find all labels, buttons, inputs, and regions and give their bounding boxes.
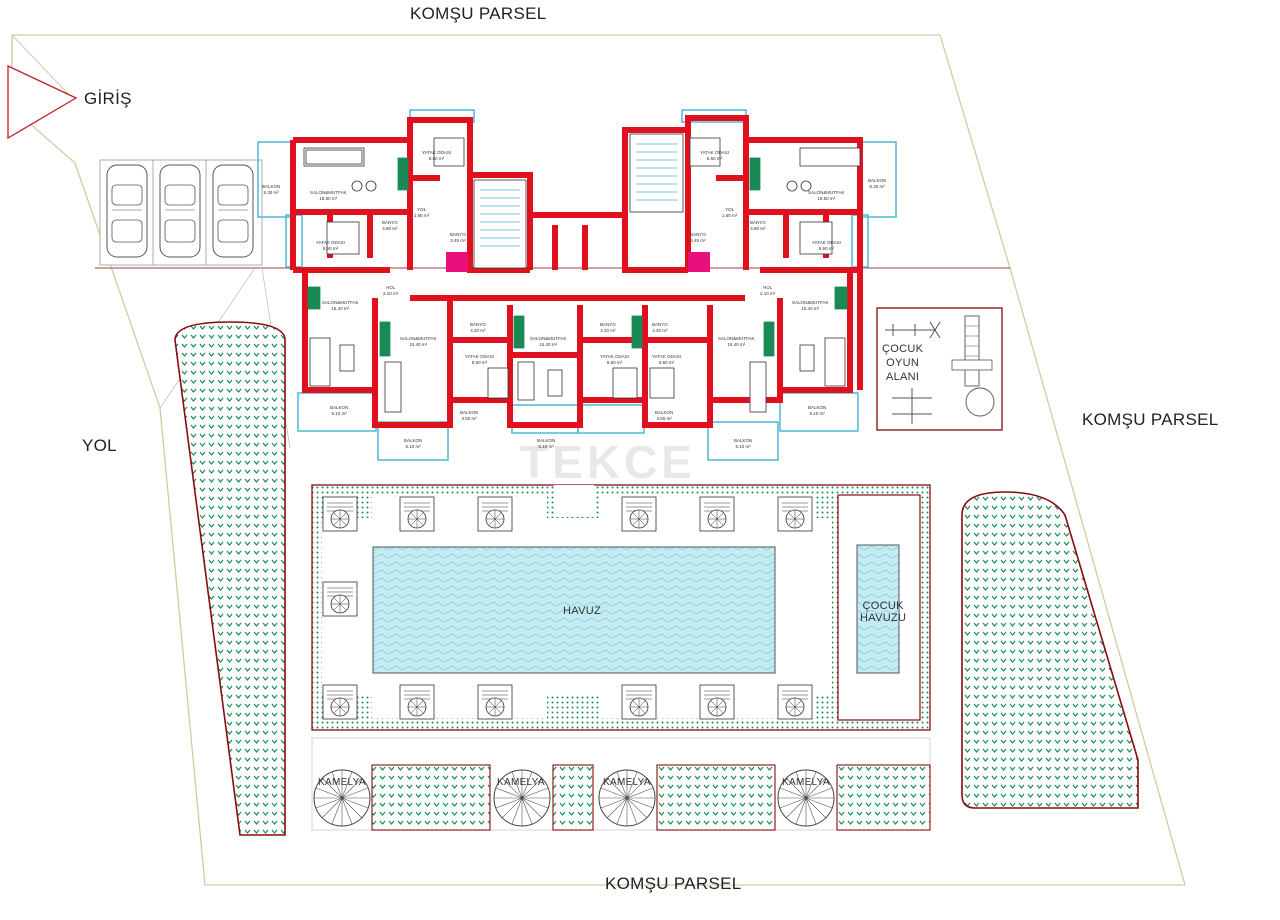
- pool: [372, 546, 776, 674]
- green-area-right: [961, 491, 1139, 809]
- north-neighbor-label: KOMŞU PARSEL: [410, 4, 547, 23]
- kamelya-zone: [311, 737, 931, 831]
- parking-area: [99, 159, 263, 266]
- entrance-arrow-icon: [7, 64, 78, 140]
- pool-label: HAVUZ: [563, 605, 601, 617]
- stairwell: [446, 133, 710, 272]
- gazebo-label-3: KAMELYA: [603, 777, 651, 788]
- green-area-left: [174, 321, 286, 836]
- south-neighbor-label: KOMŞU PARSEL: [605, 874, 742, 893]
- playground: [876, 307, 1003, 431]
- east-neighbor-label: KOMŞU PARSEL: [1082, 410, 1219, 429]
- building-walls: [290, 115, 863, 428]
- gazebo-label-1: KAMELYA: [318, 777, 366, 788]
- watermark: TEKCE: [520, 436, 696, 488]
- kids-pool: [856, 544, 900, 674]
- site-boundary: [11, 34, 1186, 886]
- road-label: YOL: [82, 436, 117, 455]
- playground-label: ÇOCUK OYUN ALANI: [882, 343, 924, 383]
- kids-pool-label: ÇOCUK HAVUZU: [860, 600, 907, 624]
- gazebo-label-4: KAMELYA: [782, 777, 830, 788]
- gazebo-label-2: KAMELYA: [497, 777, 545, 788]
- entrance-label: GİRİŞ: [84, 89, 132, 108]
- furniture: [303, 137, 861, 413]
